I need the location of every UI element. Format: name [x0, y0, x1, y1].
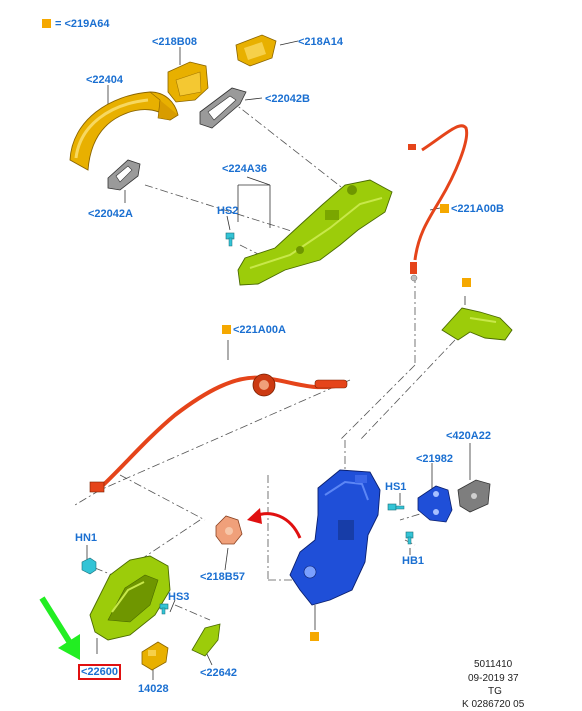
part-HN1-nut [81, 557, 97, 575]
part-green-bracket [441, 307, 513, 341]
part-22600-inner-handle [89, 555, 171, 641]
label-HS2: HS2 [217, 205, 239, 217]
part-14028-connector [141, 641, 169, 671]
part-22642-bracket [191, 623, 221, 657]
label-221A00B: <221A00B [451, 203, 504, 215]
part-221A00B-cable [408, 124, 469, 282]
green-callout-arrow [39, 596, 80, 660]
label-22404: <22404 [86, 74, 124, 86]
label-22042B: <22042B [265, 93, 310, 105]
reference-line-2: 09-2019 37 [468, 673, 519, 684]
label-HS1: HS1 [385, 481, 407, 493]
label-21982: <21982 [416, 453, 454, 465]
label-218B08: <218B08 [152, 36, 197, 48]
part-HS3-screw [159, 603, 169, 615]
label-221A00A: <221A00A [233, 324, 286, 336]
part-218B08-handle-cap [167, 61, 209, 103]
label-22642: <22642 [200, 667, 238, 679]
part-22042B-gasket [199, 87, 247, 129]
part-HS2-screw [225, 232, 235, 247]
part-221A00A-cable [89, 373, 348, 493]
marker-bracket [462, 278, 471, 287]
part-420A22-plate [457, 479, 491, 513]
reference-line-3: TG [488, 686, 502, 697]
marker-221A00B [440, 204, 449, 213]
label-22600-highlighted: <22600 [78, 664, 122, 680]
red-direction-arrow [247, 508, 302, 539]
part-HB1-bolt [405, 531, 414, 545]
part-22404-outer-handle [69, 91, 179, 171]
label-14028: 14028 [138, 683, 169, 695]
label-HN1: HN1 [75, 532, 98, 544]
label-218B57: <218B57 [200, 571, 245, 583]
label-HB1: HB1 [402, 555, 425, 567]
label-420A22: <420A22 [446, 430, 491, 442]
legend-swatch [42, 19, 51, 28]
legend-text: = <219A64 [55, 18, 110, 30]
marker-latch [310, 632, 319, 641]
reference-line-1: 5011410 [474, 659, 513, 670]
part-218B57-grommet [215, 515, 243, 545]
part-218A14-cap [235, 34, 277, 67]
part-door-latch [289, 469, 381, 606]
label-224A36: <224A36 [222, 163, 267, 175]
part-21982-bracket [417, 485, 453, 523]
part-22042A-gasket [107, 159, 141, 191]
reference-line-4: K 0286720 05 [462, 699, 525, 710]
part-224A36-handle-frame [237, 179, 393, 286]
label-HS3: HS3 [168, 591, 190, 603]
assembly-lines [74, 99, 456, 621]
marker-221A00A [222, 325, 231, 334]
label-218A14: <218A14 [298, 36, 343, 48]
label-22042A: <22042A [88, 208, 133, 220]
part-HS1-screw [387, 503, 405, 511]
